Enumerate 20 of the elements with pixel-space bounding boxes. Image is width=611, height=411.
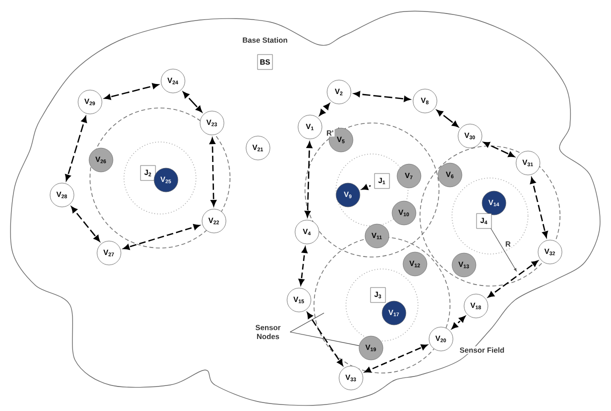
arrow — [304, 142, 312, 218]
arrow — [306, 312, 344, 366]
arrow — [452, 316, 466, 330]
leader-line — [290, 332, 360, 346]
arrow — [71, 206, 100, 242]
arrow — [104, 83, 159, 100]
arrow — [354, 91, 410, 102]
arrow — [436, 110, 458, 128]
arrow — [298, 246, 308, 286]
arrow — [530, 177, 548, 238]
arrow — [488, 260, 538, 298]
arrow — [123, 224, 200, 250]
arrow — [182, 92, 202, 112]
leader-line — [290, 312, 324, 332]
arrow — [319, 103, 330, 116]
arrow — [364, 344, 428, 373]
arrow — [210, 138, 216, 206]
arrow — [483, 142, 515, 158]
arrow — [65, 116, 87, 181]
arrow — [362, 184, 374, 190]
